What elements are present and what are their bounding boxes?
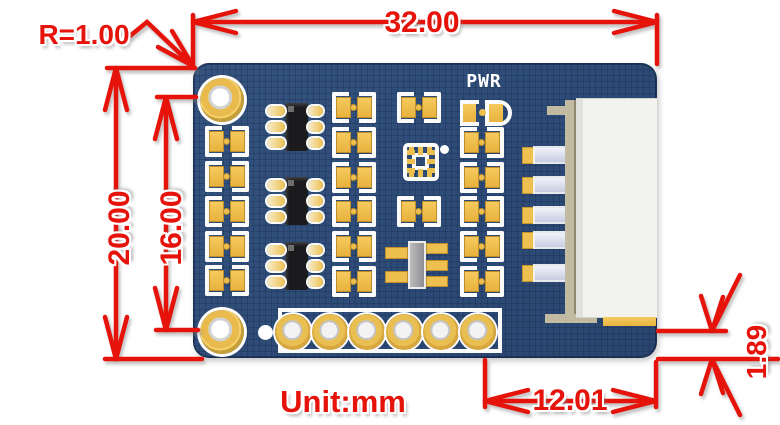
pcb-board: PWR xyxy=(193,63,657,358)
connector-pin xyxy=(522,207,568,224)
pwr-silkscreen-label: PWR xyxy=(466,71,502,92)
resistor-footprint xyxy=(205,196,249,227)
through-hole xyxy=(312,314,348,350)
dim-pad-offset-lines xyxy=(655,272,780,418)
through-hole xyxy=(460,314,496,350)
resistor-footprint xyxy=(332,231,376,262)
sot23-ic xyxy=(267,177,323,225)
sot23-ic xyxy=(267,103,323,151)
resistor-footprint xyxy=(205,265,249,296)
dim-height-label: 20.00 xyxy=(103,190,136,266)
sot23-ic xyxy=(267,242,323,290)
dim-radius-leader xyxy=(127,18,196,69)
resistor-footprint xyxy=(460,266,504,297)
resistor-footprint xyxy=(205,231,249,262)
silkscreen-pin1-dot xyxy=(440,145,449,154)
resistor-footprint xyxy=(460,231,504,262)
mounting-hole-top-left xyxy=(200,78,244,122)
connector-pin xyxy=(522,232,568,249)
fiducial-dot xyxy=(258,325,273,340)
through-hole xyxy=(275,314,311,350)
through-hole xyxy=(423,314,459,350)
resistor-footprint xyxy=(205,161,249,192)
through-hole xyxy=(349,314,385,350)
dim-radius-label: R=1.00 xyxy=(38,19,130,50)
dim-width-lines xyxy=(190,8,660,69)
connector-body xyxy=(576,98,657,318)
resistor-footprint xyxy=(460,196,504,227)
connector-foot xyxy=(545,314,597,323)
resistor-footprint xyxy=(460,127,504,158)
edge-pad xyxy=(603,317,656,326)
resistor-footprint xyxy=(332,196,376,227)
qfn-ic-footprint xyxy=(403,143,439,181)
resistor-footprint xyxy=(332,162,376,193)
connector-latch xyxy=(547,106,571,115)
resistor-footprint xyxy=(397,92,441,123)
mounting-hole-bottom-left xyxy=(200,310,244,354)
resistor-footprint xyxy=(332,92,376,123)
resistor-footprint xyxy=(332,266,376,297)
power-led-footprint xyxy=(460,100,512,126)
connector-pin xyxy=(522,147,568,164)
resistor-footprint xyxy=(397,196,441,227)
dim-connector-offset-lines xyxy=(482,357,659,415)
dim-pad-offset-label: 1.89 xyxy=(741,324,772,380)
crystal-component xyxy=(385,240,448,290)
resistor-footprint xyxy=(205,126,249,157)
connector-edge xyxy=(565,100,576,320)
connector-pin xyxy=(522,177,568,194)
dim-hole-pitch-lines xyxy=(152,94,201,333)
dim-hole-pitch-label: 16.00 xyxy=(155,190,188,266)
unit-note: Unit:mm xyxy=(280,384,406,419)
resistor-footprint xyxy=(460,162,504,193)
resistor-footprint xyxy=(332,127,376,158)
dim-width-label: 32.00 xyxy=(384,6,460,39)
through-hole xyxy=(386,314,422,350)
connector-pin xyxy=(522,265,568,282)
dim-connector-offset-label: 12.01 xyxy=(532,384,608,417)
dim-height-lines xyxy=(102,65,205,362)
